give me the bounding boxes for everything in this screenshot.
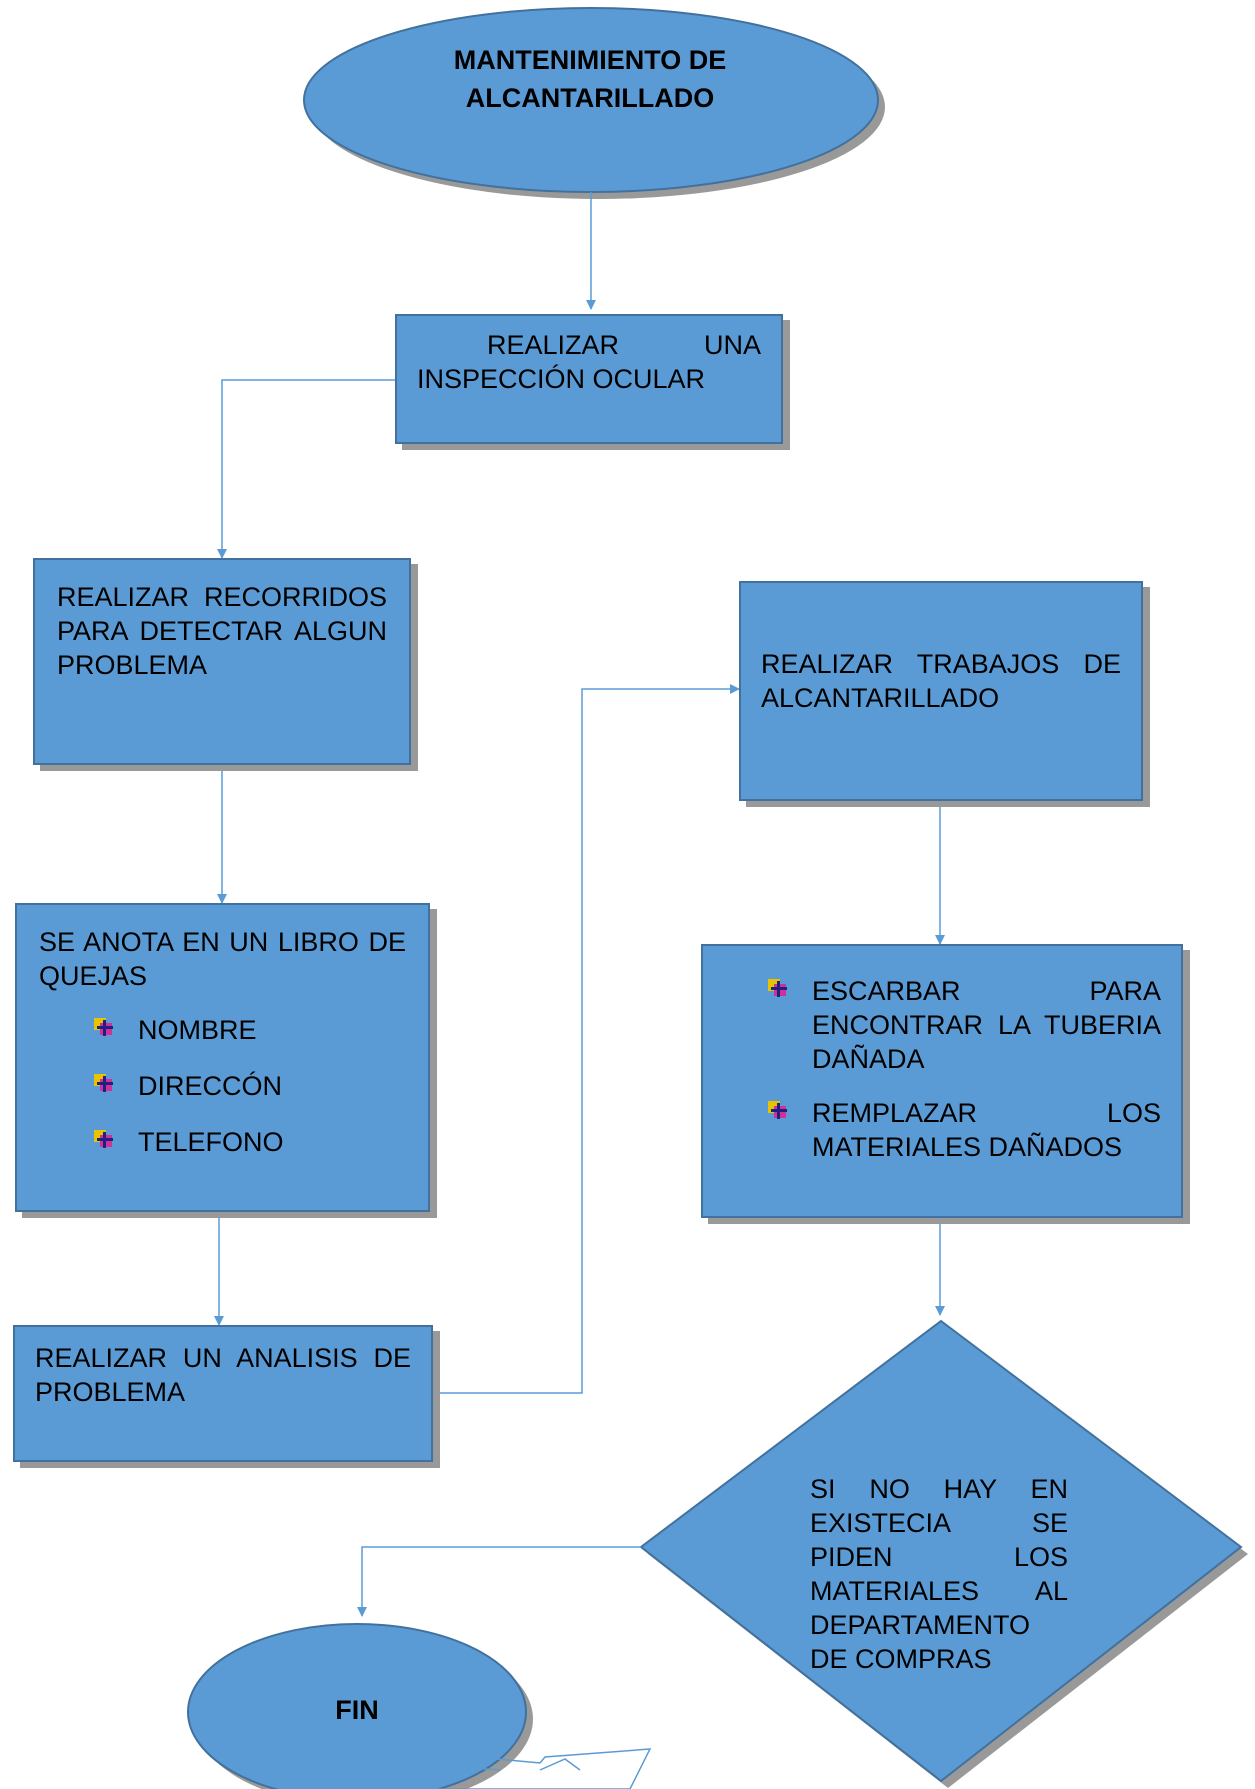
end-label: FIN bbox=[335, 1695, 379, 1725]
bullet-icon bbox=[94, 1130, 114, 1149]
start-label: MANTENIMIENTO DE ALCANTARILLADO bbox=[453, 45, 727, 113]
step-inspeccion: REALIZAR UNA INSPECCIÓN OCULAR bbox=[395, 314, 783, 444]
bullet-icon bbox=[94, 1018, 114, 1037]
bullet-icon bbox=[768, 979, 788, 997]
step-libro-title: SE ANOTA EN UN LIBRO DE QUEJAS bbox=[39, 927, 406, 992]
step-recorridos-label: REALIZAR RECORRIDOS PARA DETECTAR ALGUN … bbox=[57, 582, 387, 681]
connector-inspeccion-to-recorridos bbox=[217, 379, 395, 559]
list-item-label: TELEFONO bbox=[138, 1127, 284, 1158]
step-trabajos: REALIZAR TRABAJOS DE ALCANTARILLADO bbox=[739, 581, 1143, 801]
decorative-outline bbox=[409, 1748, 652, 1789]
list-item: DIRECCÓN bbox=[94, 1069, 406, 1103]
step-analisis-label: REALIZAR UN ANALISIS DE PROBLEMA bbox=[35, 1343, 411, 1408]
step-trabajos-label: REALIZAR TRABAJOS DE ALCANTARILLADO bbox=[761, 649, 1121, 714]
bullet-icon bbox=[768, 1101, 788, 1120]
decision-diamond bbox=[639, 1319, 1243, 1783]
decision-label: SI NO HAY EN EXISTECIA SE PIDEN LOS MATE… bbox=[810, 1474, 1068, 1675]
step-libro-quejas: SE ANOTA EN UN LIBRO DE QUEJAS NOMBRE DI… bbox=[15, 903, 430, 1212]
connector-decision-to-end bbox=[357, 1546, 641, 1617]
list-item: TELEFONO bbox=[94, 1125, 406, 1159]
step-inspeccion-label: REALIZAR UNA INSPECCIÓN OCULAR bbox=[417, 330, 761, 395]
step-escarbar-list: ESCARBAR PARA ENCONTRAR LA TUBERIA DAÑAD… bbox=[768, 974, 1161, 1164]
list-item-label: ESCARBAR PARA ENCONTRAR LA TUBERIA DAÑAD… bbox=[812, 976, 1161, 1075]
step-analisis: REALIZAR UN ANALISIS DE PROBLEMA bbox=[13, 1325, 433, 1462]
connector-analisis-to-trabajos bbox=[433, 684, 740, 1394]
list-item: ESCARBAR PARA ENCONTRAR LA TUBERIA DAÑAD… bbox=[768, 974, 1161, 1076]
decorative-outline-detail bbox=[454, 1758, 581, 1779]
step-escarbar: ESCARBAR PARA ENCONTRAR LA TUBERIA DAÑAD… bbox=[701, 944, 1183, 1218]
list-item-label: NOMBRE bbox=[138, 1015, 257, 1046]
list-item-label: DIRECCÓN bbox=[138, 1071, 283, 1102]
step-libro-list: NOMBRE DIRECCÓN TELEFONO bbox=[39, 1013, 406, 1159]
list-item-label: REMPLAZAR LOS MATERIALES DAÑADOS bbox=[812, 1098, 1161, 1163]
step-recorridos: REALIZAR RECORRIDOS PARA DETECTAR ALGUN … bbox=[33, 558, 411, 765]
end-ellipse bbox=[187, 1623, 527, 1789]
list-item: NOMBRE bbox=[94, 1013, 406, 1047]
list-item: REMPLAZAR LOS MATERIALES DAÑADOS bbox=[768, 1096, 1161, 1164]
bullet-icon bbox=[94, 1074, 114, 1093]
